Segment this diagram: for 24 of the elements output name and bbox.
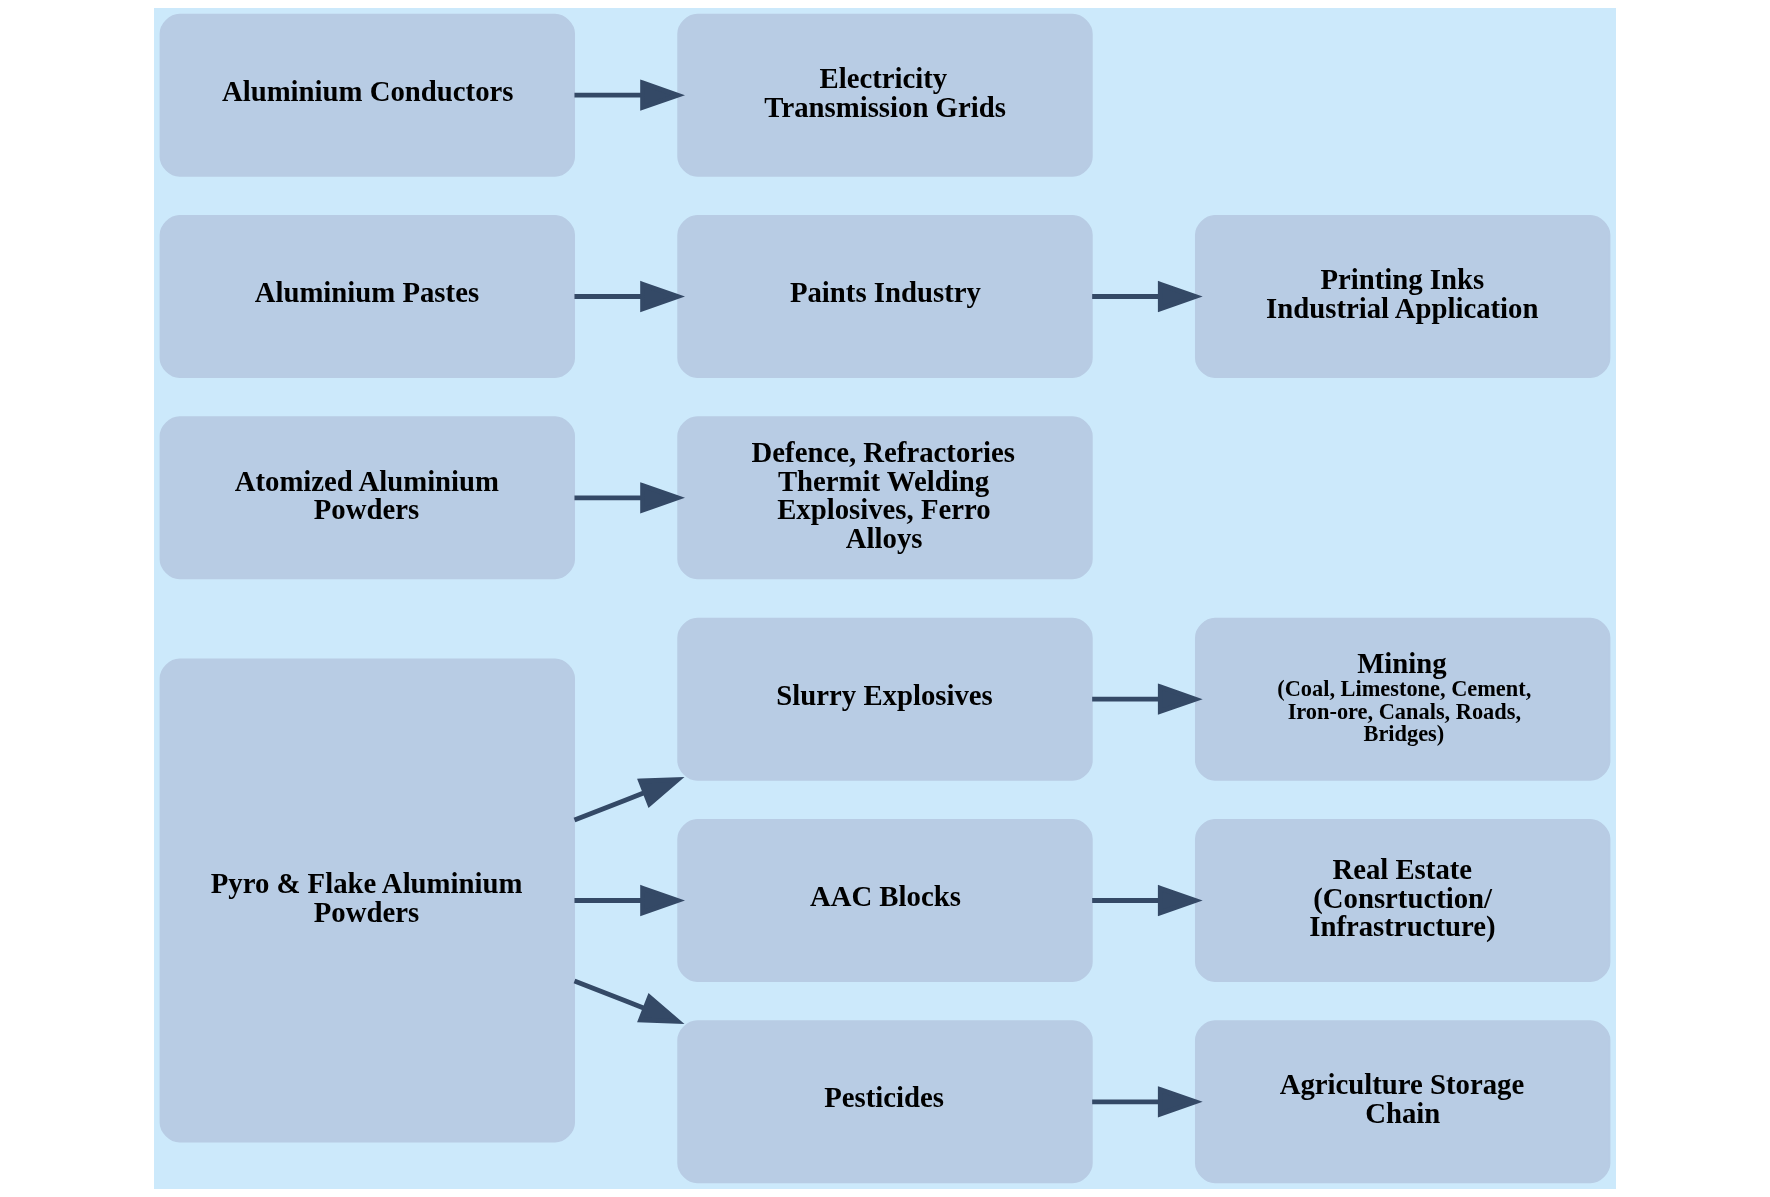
arrow	[1092, 683, 1203, 715]
arrow	[574, 482, 685, 514]
node-box: Real Estate (Consrtuction/ Infrastructure)	[1194, 819, 1611, 982]
node-box: Mining (Coal, Limestone, Cement, Iron-ore, Canals, Roads, Bridges)	[1194, 617, 1611, 781]
node-box: Printing Inks Industrial Application	[1194, 215, 1611, 378]
node-box: Aluminium Conductors	[159, 13, 576, 177]
arrow	[1092, 1086, 1203, 1118]
arrow	[573, 777, 685, 823]
node-box: Pyro & Flake Aluminium Powders	[159, 658, 576, 1143]
node-box: Slurry Explosives	[677, 617, 1093, 781]
arrow	[1092, 280, 1203, 313]
node-box: Atomized Aluminium Powders	[159, 416, 576, 580]
arrow	[1092, 884, 1203, 917]
node-box: Aluminium Pastes	[159, 215, 576, 378]
arrow	[573, 978, 685, 1024]
arrow	[574, 884, 685, 917]
arrow	[574, 280, 685, 313]
arrow	[574, 79, 685, 111]
node-box: Defence, Refractories Thermit Welding Explosives, Ferro Alloys	[677, 416, 1093, 580]
node-box: Paints Industry	[677, 215, 1093, 378]
node-box: Pesticides	[677, 1020, 1093, 1184]
node-box: Electricity Transmission Grids	[677, 13, 1093, 177]
node-box: AAC Blocks	[677, 819, 1093, 982]
node-box: Agriculture Storage Chain	[1194, 1020, 1611, 1184]
